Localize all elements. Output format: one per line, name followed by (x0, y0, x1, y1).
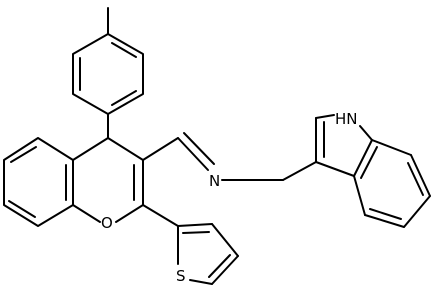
benzo-ring (3, 137, 74, 227)
ch-n-double (183, 132, 215, 165)
indole-benzo-ring (353, 139, 431, 228)
tolyl-double-1 (111, 42, 137, 58)
atom-labels: N HN O S (101, 110, 358, 285)
th-c2-c3 (177, 223, 213, 227)
ind-c3a-c7a (353, 139, 373, 177)
c2-thienyl-bond (142, 204, 179, 227)
thiophene-ring (142, 204, 239, 285)
th-c2-c3-double (182, 231, 210, 234)
ch2-indole-bond (282, 161, 317, 181)
imine-nitrogen-label: N (209, 172, 220, 190)
c4-c3-bond (107, 137, 144, 161)
benzo-double-2 (8, 200, 36, 218)
ib-double-1 (407, 162, 424, 196)
ind-c3-c3a (315, 161, 355, 177)
ib-c6-c5 (403, 195, 431, 228)
th-c3-c4 (211, 223, 239, 257)
thiophene-sulfur-label: S (176, 267, 186, 285)
ib-c7-c6 (410, 154, 431, 197)
ch-n-bond (177, 137, 209, 171)
ib-c5-c4 (364, 214, 405, 228)
tolyl-ring (72, 33, 144, 115)
ib-c4-c3a (353, 175, 366, 216)
pyrrole-ring (315, 114, 373, 177)
c3-ch-bond (142, 137, 179, 161)
th-c4-c5 (211, 255, 239, 285)
th-c5-s (189, 279, 213, 285)
o-c8a-bond (72, 204, 101, 223)
ind-c2-n1 (315, 114, 335, 119)
imine-linker (142, 132, 317, 181)
tolyl-double-2 (111, 90, 137, 106)
pyran-oxygen-label: O (101, 214, 113, 232)
ib-double-3 (360, 146, 378, 179)
benzo-double-3 (10, 146, 37, 163)
benzo-ring-outline (3, 137, 74, 227)
th-c4-c5-double (208, 254, 231, 278)
ib-c7a-c7 (371, 139, 412, 156)
tolyl-group (72, 7, 144, 139)
c4a-c4-bond (72, 137, 109, 161)
ib-double-2 (369, 208, 402, 220)
c2-o-bond (115, 204, 144, 223)
pyran-ring (72, 137, 144, 223)
indole-nh-label: HN (335, 110, 358, 128)
ind-n1-c7a (359, 125, 373, 141)
